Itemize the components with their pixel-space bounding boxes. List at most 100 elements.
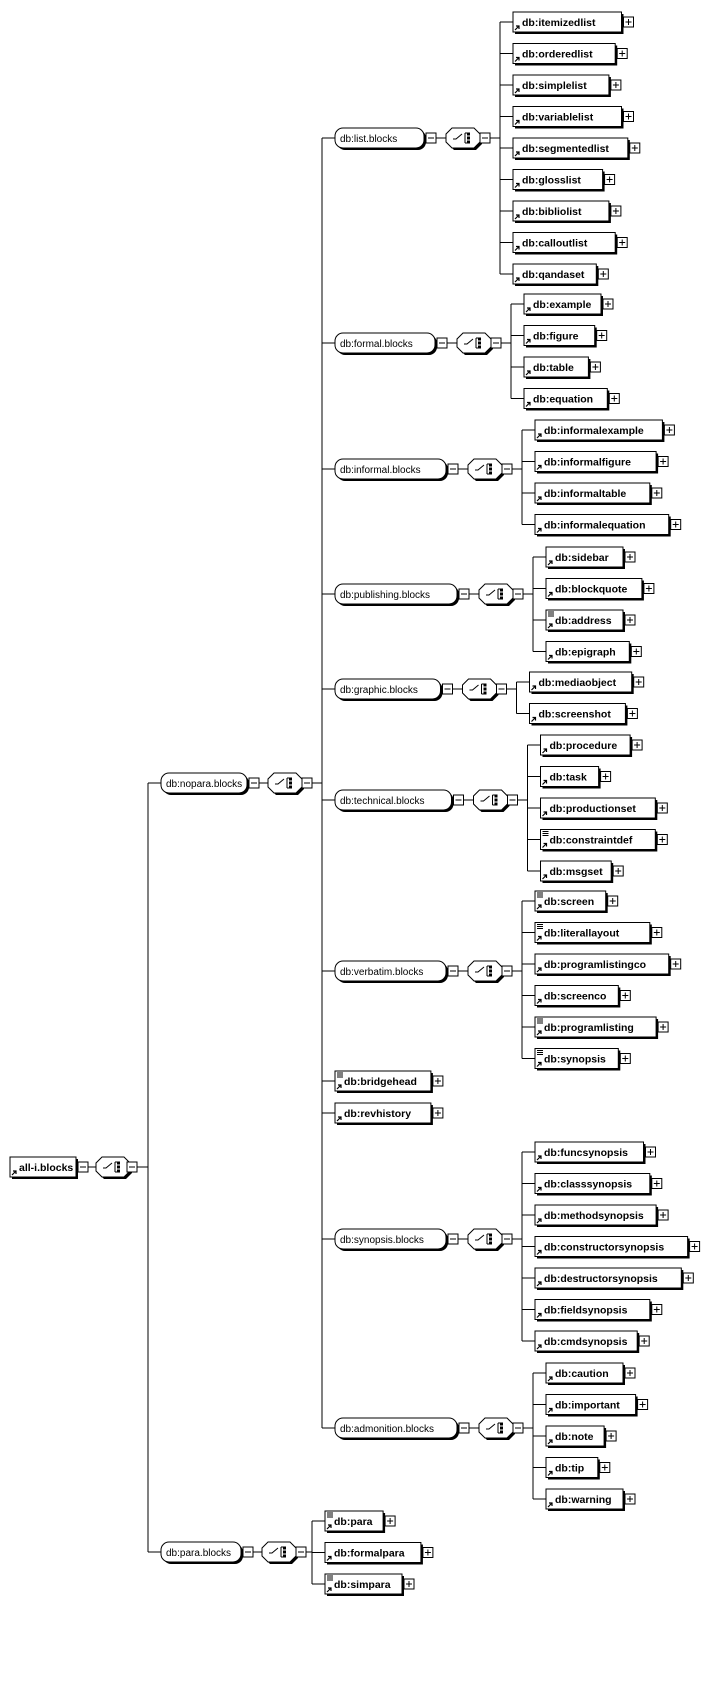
orderedlist-expand-toggle[interactable]: [616, 48, 628, 59]
element-mediaobject[interactable]: db:mediaobject: [529, 671, 634, 694]
group-publishing-blocks[interactable]: db:publishing.blocks: [334, 583, 459, 606]
mediaobject-expand-toggle[interactable]: [633, 676, 645, 688]
group-technical-blocks[interactable]: db:technical.blocks: [334, 789, 454, 812]
element-task[interactable]: db:task: [540, 766, 601, 789]
epigraph-expand-toggle[interactable]: [630, 646, 642, 657]
element-itemizedlist[interactable]: db:itemizedlist: [512, 11, 624, 34]
verbatim-blocks-collapse-toggle[interactable]: [447, 965, 459, 977]
cmdsynopsis-expand-toggle[interactable]: [638, 1335, 650, 1347]
group-para-blocks[interactable]: db:para.blocks: [160, 1541, 243, 1564]
element-fieldsynopsis[interactable]: db:fieldsynopsis: [534, 1299, 652, 1322]
table-expand-toggle[interactable]: [589, 361, 601, 373]
element-note[interactable]: db:note: [545, 1425, 607, 1448]
element-qandaset[interactable]: db:qandaset: [512, 263, 599, 286]
qandaset-expand-toggle[interactable]: [597, 268, 609, 280]
element-variablelist[interactable]: db:variablelist: [512, 106, 624, 129]
example-expand-toggle[interactable]: [602, 298, 614, 310]
group-informal-blocks[interactable]: db:informal.blocks: [334, 458, 448, 481]
element-blockquote[interactable]: db:blockquote: [545, 578, 644, 601]
choice-compositor[interactable]: [261, 1541, 298, 1564]
group-verbatim-blocks[interactable]: db:verbatim.blocks: [334, 960, 448, 983]
element-constraintdef[interactable]: db:constraintdef: [540, 829, 658, 852]
choice-compositor[interactable]: [95, 1156, 132, 1179]
element-classsynopsis[interactable]: db:classsynopsis: [534, 1173, 652, 1196]
choice-compositor[interactable]: [462, 678, 499, 701]
element-sidebar[interactable]: db:sidebar: [545, 546, 625, 569]
element-orderedlist[interactable]: db:orderedlist: [512, 43, 618, 66]
element-tip[interactable]: db:tip: [545, 1457, 600, 1480]
element-glosslist[interactable]: db:glosslist: [512, 169, 605, 192]
simpara-expand-toggle[interactable]: [403, 1578, 415, 1590]
group-admonition-blocks[interactable]: db:admonition.blocks: [334, 1417, 459, 1440]
element-formalpara[interactable]: db:formalpara: [324, 1542, 423, 1565]
element-programlisting[interactable]: db:programlisting: [534, 1016, 659, 1039]
note-expand-toggle[interactable]: [605, 1430, 617, 1442]
segmentedlist-expand-toggle[interactable]: [629, 142, 641, 154]
productionset-expand-toggle[interactable]: [656, 802, 668, 814]
tip-expand-toggle[interactable]: [599, 1462, 611, 1473]
element-caution[interactable]: db:caution: [545, 1362, 625, 1385]
formal-blocks-collapse-toggle[interactable]: [436, 337, 448, 349]
element-screen[interactable]: db:screen: [534, 890, 608, 913]
figure-expand-toggle[interactable]: [596, 330, 608, 341]
element-bibliolist[interactable]: db:bibliolist: [512, 200, 611, 223]
element-all-i-blocks[interactable]: all-i.blocks: [9, 1156, 78, 1179]
procedure-expand-toggle[interactable]: [631, 739, 643, 751]
technical-blocks-collapse-toggle[interactable]: [453, 794, 464, 806]
blockquote-expand-toggle[interactable]: [643, 583, 655, 594]
element-table[interactable]: db:table: [523, 356, 591, 379]
informalfigure-expand-toggle[interactable]: [657, 456, 669, 467]
element-calloutlist[interactable]: db:calloutlist: [512, 232, 618, 255]
element-informaltable[interactable]: db:informaltable: [534, 482, 652, 505]
address-expand-toggle[interactable]: [624, 614, 636, 626]
root-compositor-toggle[interactable]: [126, 1161, 138, 1173]
screenco-expand-toggle[interactable]: [619, 990, 631, 1001]
group-synopsis-blocks[interactable]: db:synopsis.blocks: [334, 1228, 448, 1251]
group-nopara-blocks[interactable]: db:nopara.blocks: [160, 772, 249, 795]
choice-compositor[interactable]: [478, 1417, 515, 1440]
choice-compositor[interactable]: [467, 1228, 504, 1251]
element-simplelist[interactable]: db:simplelist: [512, 74, 611, 97]
classsynopsis-expand-toggle[interactable]: [651, 1178, 663, 1189]
element-cmdsynopsis[interactable]: db:cmdsynopsis: [534, 1330, 640, 1353]
warning-expand-toggle[interactable]: [624, 1493, 636, 1505]
choice-compositor[interactable]: [467, 458, 504, 481]
list-blocks-collapse-toggle[interactable]: [425, 132, 437, 144]
element-literallayout[interactable]: db:literallayout: [534, 922, 652, 945]
literallayout-expand-toggle[interactable]: [651, 927, 663, 938]
synopsis-blocks-collapse-toggle[interactable]: [447, 1233, 459, 1245]
informaltable-expand-toggle[interactable]: [651, 487, 663, 499]
bibliolist-expand-toggle[interactable]: [610, 205, 622, 217]
variablelist-expand-toggle[interactable]: [623, 111, 634, 122]
admonition-blocks-compositor-toggle[interactable]: [512, 1422, 524, 1434]
publishing-blocks-compositor-toggle[interactable]: [512, 588, 524, 600]
admonition-blocks-collapse-toggle[interactable]: [458, 1422, 470, 1434]
group-list-blocks[interactable]: db:list.blocks: [334, 127, 426, 150]
root-collapse-toggle[interactable]: [77, 1161, 89, 1173]
para-compositor-toggle[interactable]: [295, 1546, 307, 1558]
synopsis-blocks-compositor-toggle[interactable]: [501, 1233, 513, 1245]
choice-compositor[interactable]: [445, 127, 482, 150]
group-formal-blocks[interactable]: db:formal.blocks: [334, 332, 437, 355]
element-synopsis[interactable]: db:synopsis: [534, 1048, 621, 1071]
element-productionset[interactable]: db:productionset: [540, 797, 658, 820]
choice-compositor[interactable]: [478, 583, 515, 606]
element-methodsynopsis[interactable]: db:methodsynopsis: [534, 1204, 659, 1227]
choice-compositor[interactable]: [456, 332, 493, 355]
nopara-collapse-toggle[interactable]: [248, 777, 260, 789]
bridgehead-expand-toggle[interactable]: [432, 1075, 444, 1087]
choice-compositor[interactable]: [267, 772, 304, 795]
fieldsynopsis-expand-toggle[interactable]: [651, 1304, 663, 1315]
element-epigraph[interactable]: db:epigraph: [545, 641, 632, 664]
synopsis-expand-toggle[interactable]: [619, 1053, 631, 1064]
element-address[interactable]: db:address: [545, 609, 625, 632]
programlisting-expand-toggle[interactable]: [657, 1021, 669, 1033]
msgset-expand-toggle[interactable]: [612, 865, 624, 877]
element-warning[interactable]: db:warning: [545, 1488, 625, 1511]
element-informalexample[interactable]: db:informalexample: [534, 419, 665, 442]
element-funcsynopsis[interactable]: db:funcsynopsis: [534, 1141, 646, 1164]
revhistory-expand-toggle[interactable]: [432, 1107, 444, 1119]
formal-blocks-compositor-toggle[interactable]: [490, 337, 502, 349]
destructorsynopsis-expand-toggle[interactable]: [682, 1272, 694, 1284]
choice-compositor[interactable]: [473, 789, 510, 812]
